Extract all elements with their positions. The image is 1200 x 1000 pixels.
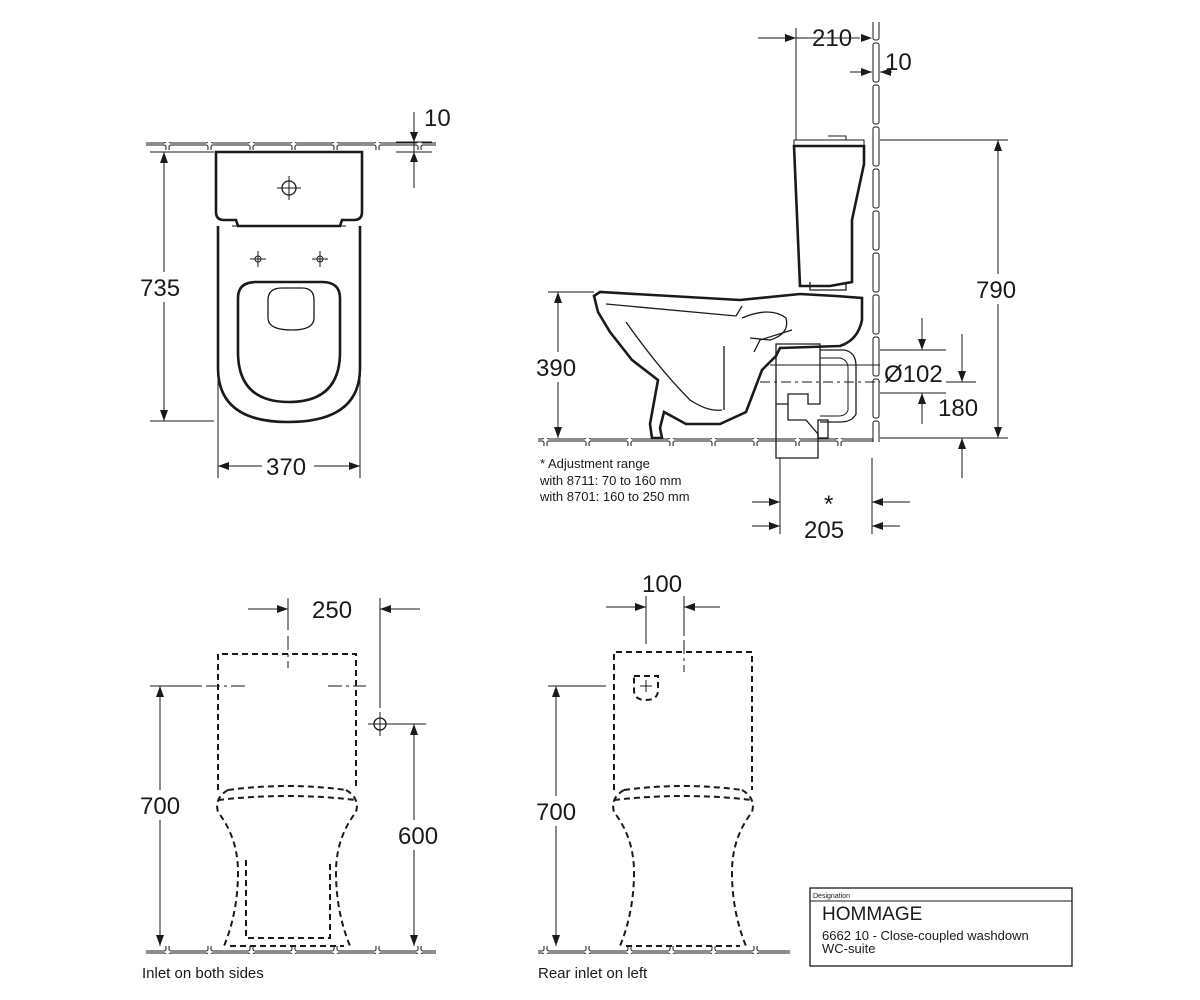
title-block-label: Designation — [813, 893, 850, 900]
side-view-outlet-pipe — [775, 343, 821, 405]
dim-top-wall-gap: 10 — [424, 105, 451, 132]
title-block-product: HOMMAGE — [822, 904, 922, 925]
dim-side-outlet-height: 180 — [938, 395, 978, 422]
side-view-floor — [538, 438, 878, 446]
side-view-wall — [872, 22, 880, 442]
front-view: 250 700 600 Inlet on both sides — [136, 597, 448, 982]
side-inlet-icon — [368, 712, 392, 736]
title-block-desc-line1: 6662 10 - Close-coupled washdown — [822, 928, 1029, 943]
dim-rear-inlet-offset: 100 — [642, 571, 682, 598]
side-view: 210 10 790 390 Ø102 — [532, 22, 1030, 544]
dim-front-inlet-offset: 250 — [312, 597, 352, 624]
dim-side-outlet-offset: 205 — [804, 517, 844, 544]
top-view-seat — [236, 280, 342, 404]
note-8701: with 8701: 160 to 250 mm — [539, 489, 690, 504]
top-view: 10 735 370 — [134, 105, 451, 481]
rear-view-cistern — [613, 651, 753, 790]
dim-side-total-height: 790 — [976, 277, 1016, 304]
side-view-bowl — [592, 290, 864, 440]
caption-rear-view: Rear inlet on left — [538, 965, 648, 982]
note-8711: with 8711: 70 to 160 mm — [539, 473, 681, 488]
cistern-inlet-icon — [277, 176, 301, 200]
rear-view-floor — [538, 946, 790, 954]
dim-rear-height: 700 — [536, 799, 576, 826]
front-view-floor — [146, 946, 436, 954]
title-block-desc-line2: WC-suite — [822, 941, 875, 956]
dim-top-width: 370 — [266, 454, 306, 481]
note-adjustment-range: * Adjustment range — [540, 456, 650, 471]
dim-top-depth: 735 — [140, 275, 180, 302]
front-view-pedestal — [216, 789, 358, 947]
dim-side-projection: 210 — [812, 25, 852, 52]
dim-front-inlet-height: 600 — [398, 823, 438, 850]
dim-side-wall-gap: 10 — [885, 49, 912, 76]
dim-side-adjustable-mark: * — [824, 491, 833, 518]
dim-side-seat-height: 390 — [536, 355, 576, 382]
title-block: Designation HOMMAGE 6662 10 - Close-coup… — [809, 887, 1073, 967]
rear-inlet-icon — [633, 675, 659, 702]
top-view-wall — [146, 142, 436, 150]
fixing-point-icon — [250, 251, 266, 267]
fixing-point-icon — [312, 251, 328, 267]
dim-front-height: 700 — [140, 793, 180, 820]
front-view-cistern — [217, 653, 357, 790]
rear-view: 100 700 Rear inlet on left — [532, 571, 790, 982]
top-view-bowl — [216, 226, 362, 424]
dim-side-outlet-diameter: Ø102 — [884, 361, 943, 388]
caption-front-view: Inlet on both sides — [142, 965, 264, 982]
side-view-cistern — [792, 144, 866, 288]
rear-view-pedestal — [612, 789, 754, 947]
